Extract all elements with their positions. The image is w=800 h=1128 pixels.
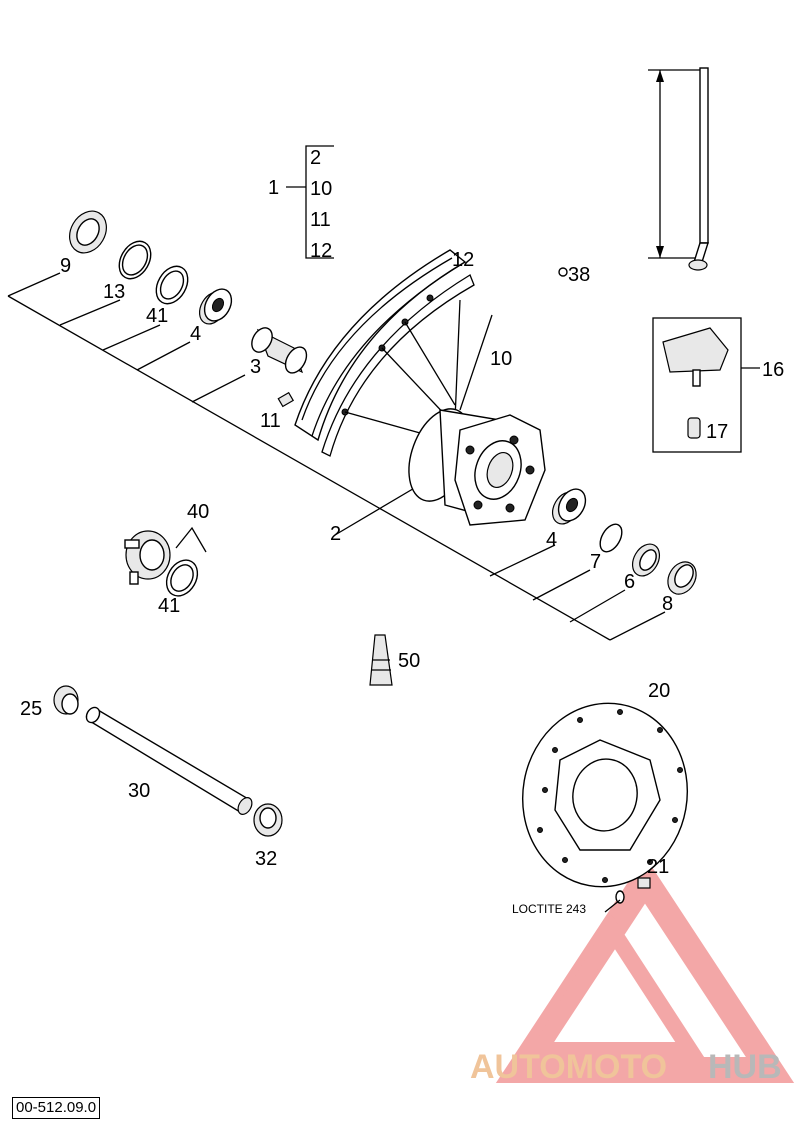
part-7-circlip [599, 523, 623, 553]
part-20-brake-disc [521, 702, 689, 888]
callout-16: 16 [762, 359, 784, 381]
callout-9: 9 [60, 255, 71, 277]
callout-1: 1 [268, 177, 279, 199]
callout-12: 12 [310, 240, 332, 262]
callout-17: 17 [706, 421, 728, 443]
spoke-dimension [648, 67, 709, 271]
callout-50: 50 [398, 650, 420, 672]
loctite-note: LOCTITE 243 [512, 902, 586, 916]
part-12-rim [294, 249, 475, 457]
callout-7: 7 [590, 551, 601, 573]
callout-21: 21 [647, 856, 669, 878]
callout-41-lower: 41 [158, 595, 180, 617]
callout-41-upper: 41 [146, 305, 168, 327]
callout-11-part: 11 [260, 410, 281, 432]
callout-32: 32 [255, 848, 277, 870]
part-41-circlip-lower [165, 559, 199, 597]
callout-4-left: 4 [190, 323, 201, 345]
callout-3: 3 [250, 356, 261, 378]
part-21-bolt [604, 877, 651, 913]
watermark-brand-b: HUB [708, 1048, 782, 1086]
part-3-spacer [251, 327, 308, 374]
callout-38: 38 [568, 264, 590, 286]
callout-12-part: 12 [452, 249, 474, 271]
part-40-speedo-drive [124, 526, 207, 585]
part-4-bearing-right [551, 488, 587, 525]
part-4-bearing [198, 288, 233, 325]
watermark-logo [495, 856, 795, 1083]
upper-leader-lines [7, 272, 666, 641]
document-code: 00-512.09.0 [12, 1097, 101, 1119]
callout-8: 8 [662, 593, 673, 615]
part-50-valve [369, 634, 393, 686]
callout-4-right: 4 [546, 529, 557, 551]
callout-20: 20 [648, 680, 670, 702]
callout-labels: 9 13 41 4 3 11 12 10 38 16 17 2 4 7 6 8 … [20, 249, 784, 916]
part-32-nut [253, 803, 283, 837]
callout-25: 25 [20, 698, 42, 720]
callout-6: 6 [624, 571, 635, 593]
callout-30: 30 [128, 780, 150, 802]
part-9-seal [69, 210, 107, 254]
part-10-spokes [344, 299, 493, 441]
parts-box-16-17 [652, 317, 760, 453]
part-41-circlip [155, 265, 189, 305]
part-38-clip [558, 267, 568, 277]
callout-2: 2 [310, 147, 321, 169]
part-2-hub [408, 408, 546, 526]
part-30-axle [85, 706, 253, 815]
callout-2-part: 2 [330, 523, 341, 545]
group-bracket: 1 2 10 11 12 [268, 145, 334, 262]
part-11-nipple [277, 391, 295, 408]
callout-11: 11 [310, 209, 331, 231]
part-13-ring [118, 240, 152, 280]
callout-40: 40 [187, 501, 209, 523]
part-6-seal [631, 543, 661, 577]
watermark-text: AUTOMOTO HUB [470, 1048, 782, 1086]
callout-10: 10 [310, 178, 332, 200]
callout-13: 13 [103, 281, 125, 303]
part-8-spacer [667, 561, 697, 595]
callout-10-part: 10 [490, 348, 512, 370]
part-25-nut [53, 685, 79, 715]
watermark-brand-a: AUTOMOTO [470, 1048, 667, 1086]
